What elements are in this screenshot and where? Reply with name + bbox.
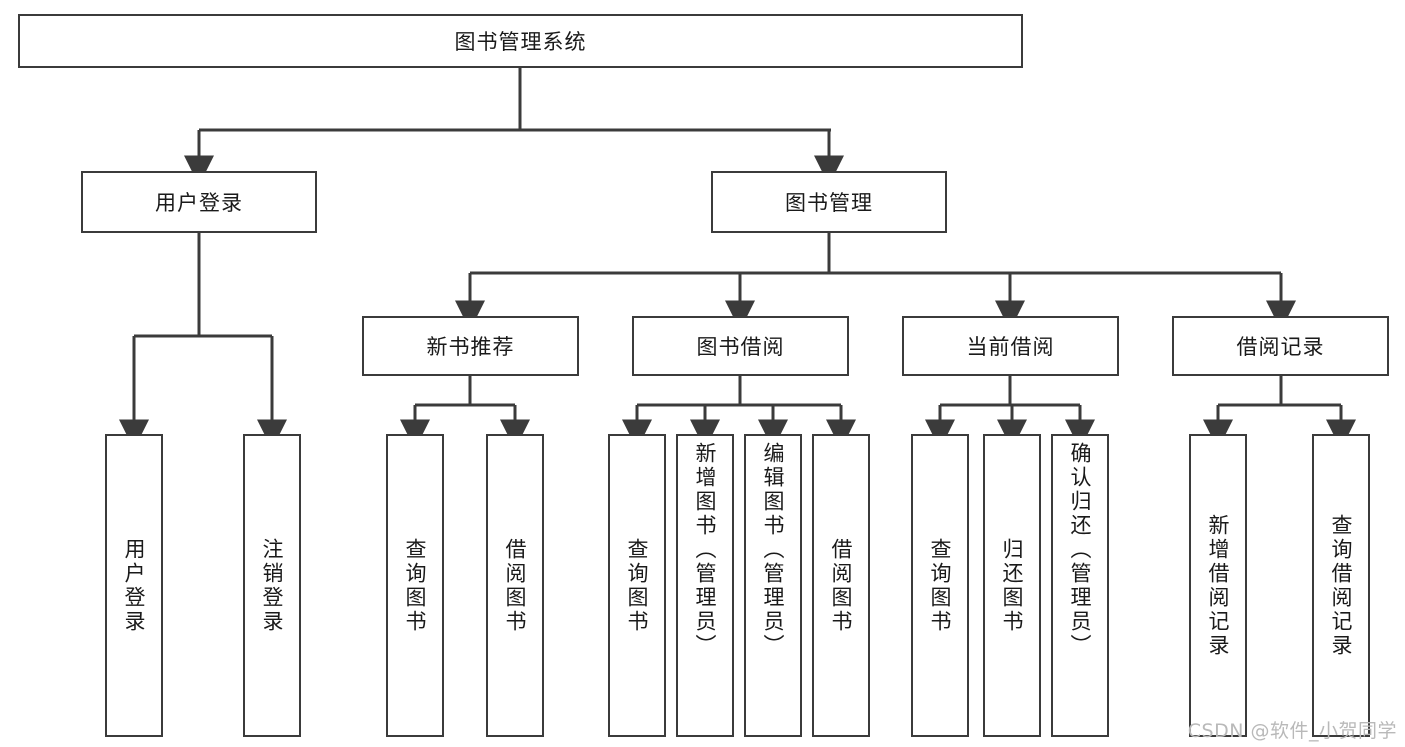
- node-label: 确认归还（管理员）: [1068, 442, 1093, 658]
- node-new-book-rec[interactable]: 新书推荐: [362, 316, 579, 376]
- node-label: 新增借阅记录: [1206, 513, 1231, 658]
- node-leaf-query-record[interactable]: 查询借阅记录: [1312, 434, 1370, 737]
- node-label: 图书借阅: [696, 335, 785, 359]
- node-root[interactable]: 图书管理系统: [18, 14, 1023, 68]
- node-leaf-logout[interactable]: 注销登录: [243, 434, 301, 737]
- node-leaf-borrow-book-1[interactable]: 借阅图书: [486, 434, 544, 737]
- node-leaf-query-book-2[interactable]: 查询图书: [608, 434, 666, 737]
- node-label: 新书推荐: [426, 335, 515, 359]
- watermark: CSDN @软件_小贺同学: [1187, 720, 1397, 742]
- node-label: 用户登录: [122, 537, 147, 634]
- node-label: 新增图书（管理员）: [693, 442, 718, 658]
- node-label: 用户登录: [155, 191, 243, 215]
- node-label: 借阅图书: [829, 537, 854, 634]
- node-leaf-add-book[interactable]: 新增图书（管理员）: [676, 434, 734, 737]
- node-label: 注销登录: [260, 537, 285, 634]
- node-user-login[interactable]: 用户登录: [81, 171, 317, 233]
- node-label: 图书管理: [785, 191, 873, 215]
- node-label: 当前借阅: [966, 335, 1055, 359]
- node-label: 编辑图书（管理员）: [761, 442, 786, 658]
- node-label: 借阅记录: [1236, 335, 1325, 359]
- node-leaf-add-record[interactable]: 新增借阅记录: [1189, 434, 1247, 737]
- node-leaf-return-book[interactable]: 归还图书: [983, 434, 1041, 737]
- node-leaf-borrow-book-2[interactable]: 借阅图书: [812, 434, 870, 737]
- node-label: 查询图书: [403, 537, 428, 634]
- node-leaf-edit-book[interactable]: 编辑图书（管理员）: [744, 434, 802, 737]
- node-leaf-user-login[interactable]: 用户登录: [105, 434, 163, 737]
- node-leaf-query-book-1[interactable]: 查询图书: [386, 434, 444, 737]
- node-book-borrow[interactable]: 图书借阅: [632, 316, 849, 376]
- node-label: 查询图书: [625, 537, 650, 634]
- node-label: 查询借阅记录: [1329, 513, 1354, 658]
- node-book-manage[interactable]: 图书管理: [711, 171, 947, 233]
- node-label: 图书管理系统: [454, 30, 587, 54]
- node-leaf-confirm-return[interactable]: 确认归还（管理员）: [1051, 434, 1109, 737]
- node-label: 归还图书: [1000, 537, 1025, 634]
- node-current-borrow[interactable]: 当前借阅: [902, 316, 1119, 376]
- node-label: 查询图书: [928, 537, 953, 634]
- node-label: 借阅图书: [503, 537, 528, 634]
- node-borrow-record[interactable]: 借阅记录: [1172, 316, 1389, 376]
- node-leaf-query-book-3[interactable]: 查询图书: [911, 434, 969, 737]
